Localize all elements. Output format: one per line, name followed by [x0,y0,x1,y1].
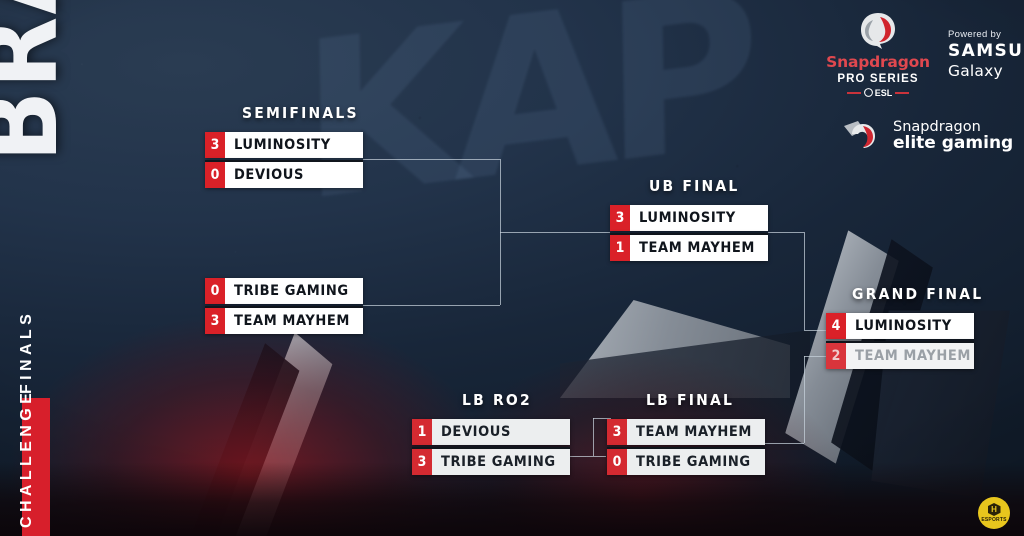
connector-into-ub-final [500,232,610,233]
team-name: TEAM MAYHEM [225,308,363,334]
elite-gaming-line2: elite gaming [893,132,1014,153]
elite-gaming-icon [842,118,884,154]
esl-lockup: ESL [846,87,910,98]
sponsor-lockup: Snapdragon PRO SERIES ESL Powered by SAM… [826,8,1024,100]
esl-bar-left [846,91,861,94]
score-value: 0 [607,449,627,475]
team-name: DEVIOUS [432,419,570,445]
team-name: LUMINOSITY [630,205,768,231]
snapdragon-icon [858,11,898,51]
esl-label: ESL [874,87,893,98]
match-title: LB RO2 [462,391,532,409]
connector-lbfinal-vertical [593,418,594,456]
match-title: UB FINAL [649,177,740,195]
powered-by-label: Powered by [948,28,1002,40]
esl-bar-right [895,91,910,94]
match-title: SEMIFINALS [242,104,359,122]
table-row[interactable]: 3 TEAM MAYHEM [607,419,765,445]
score-value: 2 [826,343,846,369]
team-name: TRIBE GAMING [627,449,765,475]
connector-lbfinal-out [765,443,804,444]
challenge-strip [22,398,50,536]
samsung-wordmark: SAMSUNG [948,40,1024,61]
score-value: 3 [412,449,432,475]
table-row[interactable]: 3 LUMINOSITY [610,205,768,231]
team-name: LUMINOSITY [846,313,974,339]
score-value: 4 [826,313,846,339]
esports-badge-letter: H [991,504,997,514]
snapdragon-pro-series-logo: Snapdragon PRO SERIES ESL [826,11,930,98]
score-value: 3 [205,132,225,158]
elite-gaming-lockup: Snapdragon elite gaming [842,118,1013,154]
team-name: TEAM MAYHEM [630,235,768,261]
team-name: TEAM MAYHEM [846,343,974,369]
connector-into-grand-final [804,330,826,331]
score-value: 3 [610,205,630,231]
table-row[interactable]: 0 TRIBE GAMING [205,278,363,304]
table-row[interactable]: 1 TEAM MAYHEM [610,233,768,261]
score-value: 1 [412,419,432,445]
table-row[interactable]: 0 DEVIOUS [205,160,363,188]
samsung-lockup: Powered by SAMSUNG Galaxy [948,29,1024,80]
connector-lbro2-out [570,456,606,457]
table-row[interactable]: 1 DEVIOUS [412,419,570,445]
challenge-label: CHALLENGE [18,388,35,528]
table-row[interactable]: 4 LUMINOSITY [826,313,974,339]
esports-badge-label: ESPORTS [981,517,1007,523]
page-title: BRACKET [0,0,81,162]
table-row[interactable]: 2 TEAM MAYHEM [826,341,974,369]
esports-badge: H ESPORTS [978,497,1010,529]
score-value: 0 [205,278,225,304]
connector-into-lb-final [593,418,611,419]
table-row[interactable]: 0 TRIBE GAMING [607,447,765,475]
table-row[interactable]: 3 LUMINOSITY [205,132,363,158]
connector-sf2-out [363,305,500,306]
elite-gaming-text: Snapdragon elite gaming [893,120,1013,152]
connector-grand-vertical-top [804,232,805,330]
team-name: LUMINOSITY [225,132,363,158]
score-value: 1 [610,235,630,261]
team-name: TRIBE GAMING [432,449,570,475]
match-title: GRAND FINAL [852,285,984,303]
connector-into-grand-final-lower [804,356,826,357]
table-row[interactable]: 3 TEAM MAYHEM [205,306,363,334]
team-name: TEAM MAYHEM [627,419,765,445]
team-name: DEVIOUS [225,162,363,188]
pro-series-label: PRO SERIES [837,72,919,85]
score-value: 0 [205,162,225,188]
team-name: TRIBE GAMING [225,278,363,304]
finals-label: FINALS [18,309,35,394]
connector-grand-vertical-bottom [804,356,805,443]
connector-sf1-out [363,159,500,160]
galaxy-wordmark: Galaxy [948,61,1003,80]
match-title: LB FINAL [646,391,735,409]
table-row[interactable]: 3 TRIBE GAMING [412,447,570,475]
connector-ubfinal-out [768,232,804,233]
esl-badge: ESL [863,87,893,98]
score-value: 3 [205,308,225,334]
esports-hex-icon: H [987,503,1001,516]
snapdragon-wordmark: Snapdragon [826,52,930,71]
elite-gaming-line1: Snapdragon [893,118,981,135]
score-value: 3 [607,419,627,445]
